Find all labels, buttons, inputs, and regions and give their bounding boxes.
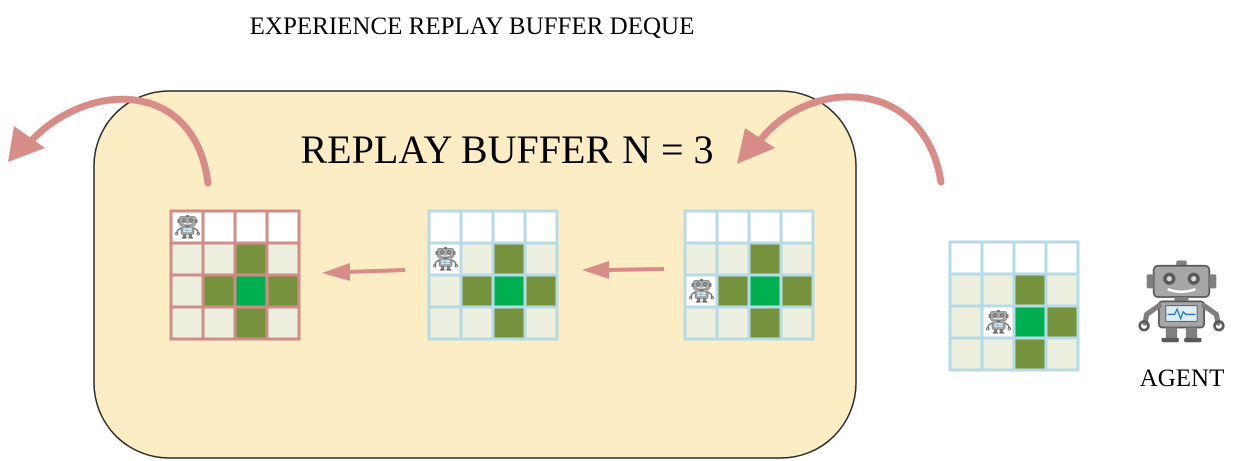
empty-cell <box>980 240 1016 276</box>
neutral-cell <box>523 305 559 341</box>
neutral-cell <box>169 241 205 277</box>
buffered-experience-new-grid <box>683 209 815 341</box>
neutral-cell <box>459 305 495 341</box>
wall-cell <box>233 305 269 341</box>
wall-cell <box>265 273 301 309</box>
agent-robot-icon <box>1140 260 1224 342</box>
wall-cell <box>233 241 269 277</box>
wall-cell <box>747 241 783 277</box>
neutral-cell <box>1044 272 1080 308</box>
wall-cell <box>747 305 783 341</box>
neutral-cell <box>779 241 815 277</box>
neutral-cell <box>459 241 495 277</box>
empty-cell <box>1044 240 1080 276</box>
empty-cell <box>683 209 719 245</box>
neutral-cell <box>169 305 205 341</box>
neutral-cell <box>201 241 237 277</box>
wall-cell <box>1012 272 1048 308</box>
neutral-cell <box>1044 336 1080 372</box>
eviction-arrow-icon <box>8 95 212 187</box>
replay-buffer-label: REPLAY BUFFER N = 3 <box>300 127 713 172</box>
empty-cell <box>779 209 815 245</box>
diagram-title: EXPERIENCE REPLAY BUFFER DEQUE <box>250 13 695 40</box>
neutral-cell <box>715 241 751 277</box>
neutral-cell <box>980 272 1016 308</box>
wall-cell <box>491 241 527 277</box>
wall-cell <box>1044 304 1080 340</box>
empty-cell <box>948 240 984 276</box>
wall-cell <box>1012 336 1048 372</box>
empty-cell <box>265 209 301 245</box>
empty-cell <box>1012 240 1048 276</box>
empty-cell <box>491 209 527 245</box>
empty-cell <box>427 209 463 245</box>
goal-cell <box>233 273 269 309</box>
goal-cell <box>1012 304 1048 340</box>
goal-cell <box>747 273 783 309</box>
goal-cell <box>491 273 527 309</box>
incoming-experience-grid <box>948 240 1080 372</box>
neutral-cell <box>980 336 1016 372</box>
empty-cell <box>747 209 783 245</box>
wall-cell <box>491 305 527 341</box>
neutral-cell <box>201 305 237 341</box>
neutral-cell <box>265 305 301 341</box>
wall-cell <box>779 273 815 309</box>
neutral-cell <box>779 305 815 341</box>
neutral-cell <box>169 273 205 309</box>
wall-cell <box>715 273 751 309</box>
neutral-cell <box>683 305 719 341</box>
buffered-experience-old-grid <box>427 209 559 341</box>
empty-cell <box>523 209 559 245</box>
shift-arrow-icon <box>322 263 406 281</box>
wall-cell <box>459 273 495 309</box>
neutral-cell <box>948 272 984 308</box>
empty-cell <box>715 209 751 245</box>
neutral-cell <box>948 336 984 372</box>
neutral-cell <box>715 305 751 341</box>
shift-arrow-icon <box>582 261 665 279</box>
wall-cell <box>523 273 559 309</box>
neutral-cell <box>265 241 301 277</box>
neutral-cell <box>523 241 559 277</box>
empty-cell <box>201 209 237 245</box>
agent-label: AGENT <box>1140 365 1225 392</box>
empty-cell <box>459 209 495 245</box>
empty-cell <box>233 209 269 245</box>
insertion-arrow-icon <box>737 93 945 186</box>
wall-cell <box>201 273 237 309</box>
evicted-experience-grid <box>169 209 301 341</box>
neutral-cell <box>427 273 463 309</box>
neutral-cell <box>683 241 719 277</box>
neutral-cell <box>427 305 463 341</box>
neutral-cell <box>948 304 984 340</box>
